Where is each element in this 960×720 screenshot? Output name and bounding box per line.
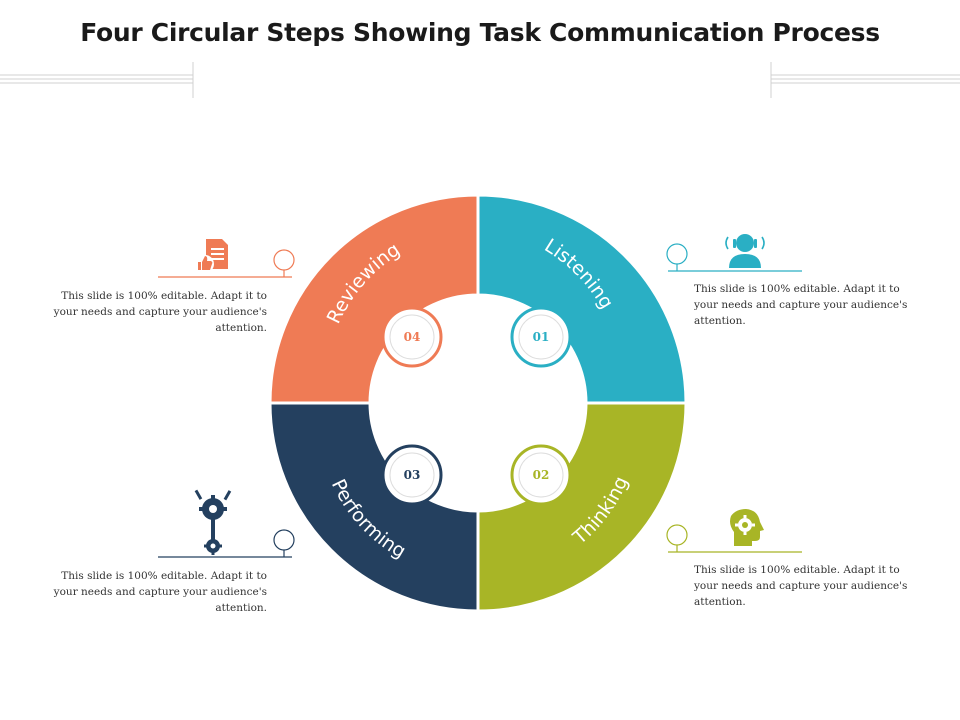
header-decoration: [0, 62, 960, 98]
segment-thinking: [476, 401, 688, 613]
badge-number-01: 01: [533, 330, 550, 344]
description-performing: This slide is 100% editable. Adapt it to…: [53, 570, 267, 614]
callout-reviewing: [158, 239, 295, 278]
badge-04: 04: [381, 306, 443, 368]
description-thinking: This slide is 100% editable. Adapt it to…: [694, 564, 908, 608]
badge-02: 02: [510, 444, 572, 506]
description-reviewing: This slide is 100% editable. Adapt it to…: [53, 290, 267, 334]
badge-03: 03: [381, 444, 443, 506]
gears-wrench-icon: [194, 489, 232, 555]
badge-number-04: 04: [404, 330, 421, 344]
badge-01: 01: [510, 306, 572, 368]
badge-number-03: 03: [404, 468, 421, 482]
callout-listening: [666, 234, 802, 272]
callout-performing: [158, 489, 295, 558]
document-thumbs-up-icon: [196, 239, 228, 273]
ring: [268, 193, 688, 613]
callout-thinking: [666, 509, 802, 553]
segment-reviewing: [268, 193, 480, 405]
description-listening: This slide is 100% editable. Adapt it to…: [694, 283, 908, 327]
badge-number-02: 02: [533, 468, 550, 482]
slide-title: Four Circular Steps Showing Task Communi…: [80, 18, 880, 47]
head-gear-icon: [730, 509, 764, 546]
listener-headset-icon: [725, 234, 765, 268]
segment-performing: [268, 401, 480, 613]
segment-listening: [476, 193, 688, 405]
